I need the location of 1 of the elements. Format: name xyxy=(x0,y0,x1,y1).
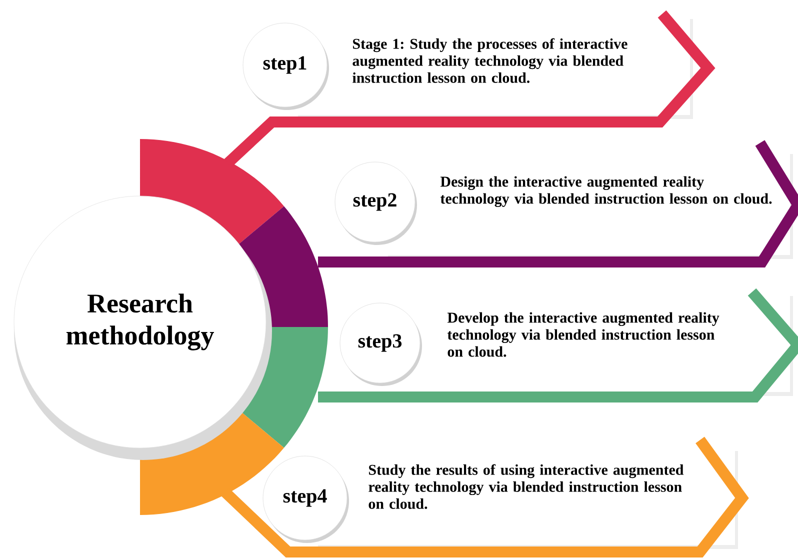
node-label: Study the results of using interactive augmented reality technology via blended instruction lesson on cloud. xyxy=(368,464,684,509)
